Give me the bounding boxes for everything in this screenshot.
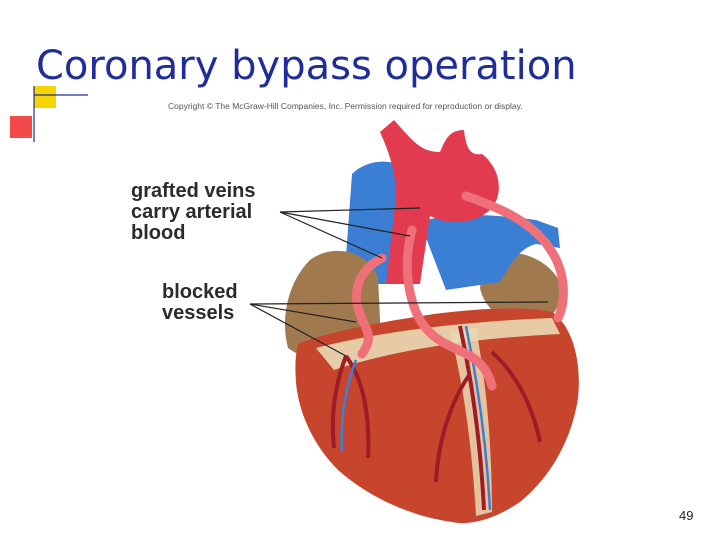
pointer-blocked-2 (249, 303, 347, 357)
label-blocked-vessels: blocked vessels (162, 282, 238, 324)
label-grafted-line-1: grafted veins (131, 180, 256, 202)
label-blocked-line-2: vessels (162, 302, 235, 324)
coronary-artery-left (434, 325, 542, 511)
pulmonary-trunk (420, 215, 560, 290)
label-grafted-line-2: carry arterial (131, 201, 253, 223)
vein-graft-middle (402, 225, 497, 391)
heart-ventricles (295, 308, 579, 524)
vein-graft-left (352, 253, 387, 359)
coronary-vein (340, 325, 492, 511)
pointer-grafted-3 (279, 211, 383, 259)
slide-decoration (10, 86, 88, 142)
page-number: 49 (679, 508, 694, 523)
heart-illustration (249, 120, 579, 524)
pointer-grafted-2 (279, 211, 411, 237)
pointer-blocked-1 (249, 303, 357, 323)
slide-title: Coronary bypass operation (36, 43, 577, 89)
vein-graft-right (461, 191, 568, 323)
label-grafted-line-3: blood (131, 222, 186, 244)
red-square-decoration (10, 116, 32, 138)
label-grafted-veins: grafted veins carry arterial blood (131, 181, 255, 244)
copyright-notice: Copyright © The McGraw-Hill Companies, I… (168, 101, 523, 111)
coronary-artery-right (330, 354, 371, 459)
pointer-blocked-3 (249, 301, 549, 305)
pointer-grafted-1 (279, 207, 421, 213)
label-blocked-line-1: blocked (162, 281, 238, 303)
yellow-square-decoration (34, 86, 56, 108)
